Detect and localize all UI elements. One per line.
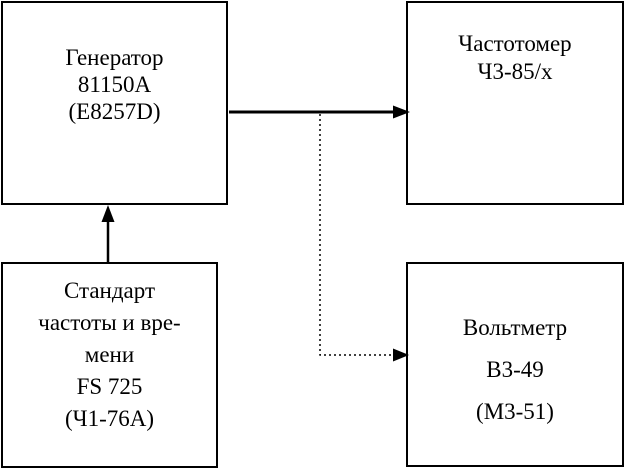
time-standard-line-2: частоты и вре- [38, 310, 181, 335]
generator-label: Генератор 81150A (E8257D) [3, 3, 226, 125]
frequency-meter-label: Частотомер Ч3-85/x [408, 3, 622, 86]
voltmeter-line-2: В3-49 [486, 357, 544, 382]
frequency-meter-box: Частотомер Ч3-85/x [406, 1, 624, 205]
frequency-meter-line-1: Частотомер [458, 31, 572, 56]
time-standard-label: Стандарт частоты и вре- мени FS 725 (Ч1-… [3, 264, 216, 435]
time-standard-box: Стандарт частоты и вре- мени FS 725 (Ч1-… [1, 262, 218, 468]
generator-line-2: 81150A [77, 72, 152, 97]
arrowhead-generator-icon [101, 205, 115, 222]
voltmeter-line-1: Вольтметр [462, 315, 568, 340]
connector-generator-to-voltmeter-dotted [319, 114, 392, 356]
voltmeter-box: Вольтметр В3-49 (М3-51) [406, 262, 624, 467]
time-standard-line-4: FS 725 [76, 374, 143, 399]
voltmeter-label: Вольтметр В3-49 (М3-51) [408, 264, 622, 433]
time-standard-line-1: Стандарт [63, 278, 156, 303]
generator-line-1: Генератор [65, 45, 164, 70]
time-standard-line-5: (Ч1-76А) [64, 406, 155, 431]
generator-line-3: (E8257D) [68, 99, 161, 124]
frequency-meter-line-2: Ч3-85/x [477, 59, 553, 84]
generator-box: Генератор 81150A (E8257D) [1, 1, 228, 205]
time-standard-line-3: мени [84, 342, 135, 367]
voltmeter-line-3: (М3-51) [476, 399, 554, 424]
